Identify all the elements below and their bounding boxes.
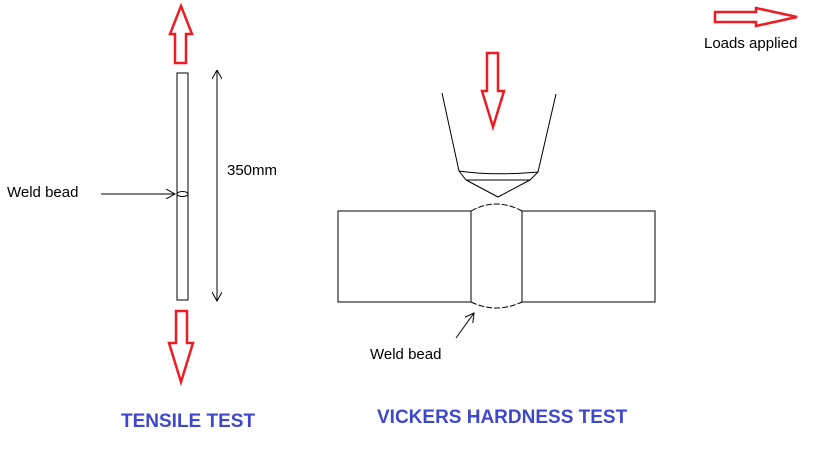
vickers-indenter-tip	[465, 179, 531, 198]
legend-load-arrow-icon	[713, 6, 798, 28]
tensile-weld-label: Weld bead	[7, 184, 79, 201]
tensile-length-label: 350mm	[227, 162, 278, 179]
tensile-top-load-arrow-icon	[168, 2, 194, 65]
vickers-indenter-edge-left	[458, 170, 467, 181]
vickers-weld-label: Weld bead	[370, 346, 442, 363]
tensile-bottom-load-arrow-icon	[167, 309, 195, 387]
vickers-weld-bead-bottom	[470, 301, 523, 309]
tensile-weld-bead	[176, 191, 189, 197]
tensile-specimen	[176, 72, 189, 301]
vickers-right-plate	[521, 210, 656, 303]
vickers-title: VICKERS HARDNESS TEST	[377, 407, 628, 428]
vickers-load-arrow-icon	[480, 51, 506, 132]
vickers-weld-pointer	[455, 313, 474, 339]
legend-label: Loads applied	[704, 35, 798, 52]
vickers-indenter	[441, 92, 557, 175]
vickers-weld-bead-top	[470, 203, 523, 212]
tensile-title: TENSILE TEST	[121, 411, 256, 432]
vickers-indenter-edge-right	[529, 171, 539, 181]
vickers-left-plate	[337, 210, 472, 303]
